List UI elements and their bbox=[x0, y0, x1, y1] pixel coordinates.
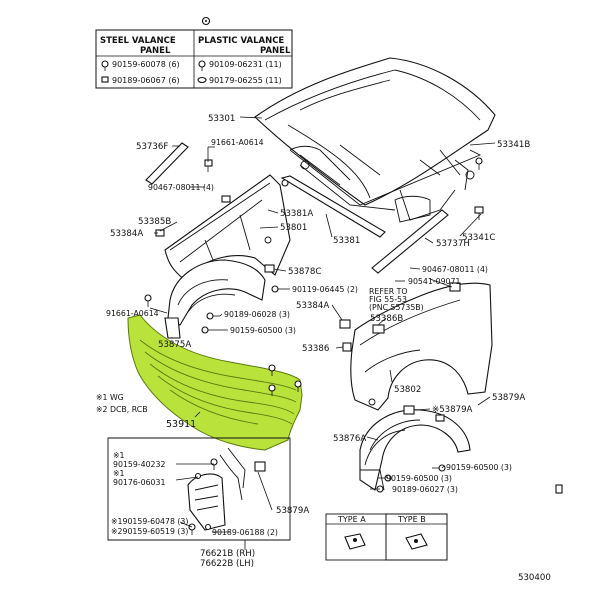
clip-icon bbox=[339, 319, 351, 329]
hood-side-strip bbox=[371, 209, 449, 274]
label-53878C: 53878C bbox=[288, 267, 321, 277]
front-valance-panel-highlighted bbox=[127, 314, 303, 451]
label-90189-06027: 90189-06027 (3) bbox=[392, 485, 458, 494]
table-col1-line2: PANEL bbox=[140, 46, 171, 56]
label-76622B: 76622B (LH) bbox=[200, 559, 254, 569]
bolt-icon bbox=[201, 326, 215, 334]
label-90159-60500-mid: 90159-60500 (3) bbox=[230, 326, 296, 335]
mud-guard-detail-box bbox=[107, 437, 291, 541]
label-76621B: 76621B (RH) bbox=[200, 549, 255, 559]
clip-type-b-icon bbox=[405, 533, 428, 550]
hood-assembly bbox=[254, 57, 496, 223]
label-90159-60500-r2: 90159-60500 (3) bbox=[386, 474, 452, 483]
label-53879A-top: 53879A bbox=[492, 393, 525, 403]
label-91661-top: 91661-A0614 bbox=[211, 138, 264, 147]
bolt-icon bbox=[144, 294, 152, 307]
table-steel-row1: 90159-60078 (6) bbox=[112, 60, 180, 69]
table-plastic-row2: 90179-06255 (11) bbox=[209, 76, 282, 85]
clip-icon bbox=[474, 206, 484, 220]
label-90467-left: 90467-08011 (4) bbox=[148, 183, 214, 192]
table-plastic-row1: 90109-06231 (11) bbox=[209, 60, 282, 69]
label-53879A-bot: 53879A bbox=[276, 506, 309, 516]
label-53386: 53386 bbox=[302, 344, 329, 354]
refer-line1: REFER TO bbox=[369, 287, 408, 296]
label-star1-b: ※1 bbox=[113, 469, 125, 478]
table-steel-row2: 90189-06067 (6) bbox=[112, 76, 180, 85]
label-53381: 53381 bbox=[333, 236, 360, 246]
type-b-label: TYPE B bbox=[397, 515, 426, 524]
label-53386B: 53386B bbox=[370, 314, 403, 324]
table-col2-line1: PLASTIC VALANCE bbox=[198, 36, 284, 46]
label-53736F: 53736F bbox=[136, 142, 168, 152]
label-53384A-left: 53384A bbox=[110, 229, 143, 239]
label-90159-60519: ※290159-60519 (3) bbox=[111, 527, 188, 536]
hood-to-cowl-seal bbox=[280, 175, 386, 238]
label-90467-right: 90467-08011 (4) bbox=[422, 265, 488, 274]
clip-icon bbox=[264, 264, 275, 273]
note-wg: ※1 WG bbox=[96, 393, 124, 402]
label-53879A-mid: ※53879A bbox=[432, 405, 473, 415]
label-53875A: 53875A bbox=[158, 340, 191, 350]
label-53381A: 53381A bbox=[280, 209, 313, 219]
table-col2-line2: PANEL bbox=[260, 46, 291, 56]
right-front-fender bbox=[350, 282, 493, 411]
bolt-icon bbox=[198, 60, 206, 71]
right-fender-liner bbox=[359, 405, 471, 491]
label-90189-06028: 90189-06028 (3) bbox=[224, 310, 290, 319]
label-90176-06031: 90176-06031 bbox=[113, 478, 165, 487]
bolt-icon bbox=[271, 285, 285, 293]
clip-icon bbox=[197, 76, 207, 84]
clip-icon bbox=[342, 342, 352, 352]
refer-line2: FIG 55-53 bbox=[369, 295, 407, 304]
label-90159-60478: ※190159-60478 (3) bbox=[111, 517, 188, 526]
bolt-icon bbox=[268, 384, 276, 396]
hood-seal-strip bbox=[145, 142, 189, 185]
label-53385B: 53385B bbox=[138, 217, 171, 227]
clip-icon bbox=[204, 159, 213, 172]
fastener-table: STEEL VALANCE PANEL PLASTIC VALANCE PANE… bbox=[95, 16, 293, 89]
label-53801: 53801 bbox=[280, 223, 307, 233]
table-col1-line1: STEEL VALANCE bbox=[100, 36, 176, 46]
leader-lines bbox=[149, 116, 496, 550]
label-90189-06188: 90189-06188 (2) bbox=[212, 528, 278, 537]
label-90159-60500-r1: 90159-60500 (3) bbox=[446, 463, 512, 472]
clip-icon bbox=[221, 195, 231, 203]
label-53802: 53802 bbox=[394, 385, 421, 395]
bolt-icon bbox=[101, 60, 109, 71]
figure-id: 530400 bbox=[518, 573, 551, 583]
clip-icon bbox=[372, 324, 385, 334]
nut-icon bbox=[101, 76, 109, 83]
bolt-icon bbox=[206, 312, 220, 320]
type-legend-box: TYPE A TYPE B bbox=[325, 513, 448, 561]
clip-icon bbox=[555, 484, 563, 494]
type-a-label: TYPE A bbox=[337, 515, 366, 524]
label-91661-left: 91661-A0614 bbox=[106, 309, 159, 318]
label-53384A-right: 53384A bbox=[296, 301, 329, 311]
refer-line3: (PNC 55735B) bbox=[369, 303, 424, 312]
bolt-icon bbox=[432, 464, 446, 472]
note-dcb-rcb: ※2 DCB, RCB bbox=[96, 405, 148, 414]
bolt-icon bbox=[268, 364, 276, 376]
label-90159-40232: 90159-40232 bbox=[113, 460, 165, 469]
bolt-icon bbox=[294, 380, 302, 392]
label-star1-a: ※1 bbox=[113, 451, 125, 460]
label-53876A: 53876A bbox=[333, 434, 366, 444]
label-90541: 90541-09071 bbox=[408, 277, 460, 286]
label-53737H: 53737H bbox=[436, 239, 470, 249]
clip-type-a-icon bbox=[344, 533, 366, 550]
clip-icon bbox=[475, 157, 483, 170]
label-53341B: 53341B bbox=[497, 140, 530, 150]
label-53301: 53301 bbox=[208, 114, 235, 124]
label-90119: 90119-06445 (2) bbox=[292, 285, 358, 294]
left-fender-liner bbox=[164, 259, 266, 339]
label-53341C: 53341C bbox=[462, 233, 495, 243]
label-53911: 53911 bbox=[166, 419, 196, 430]
part-labels: 53301 53341B 53736F 91661-A0614 90467-08… bbox=[96, 114, 551, 583]
